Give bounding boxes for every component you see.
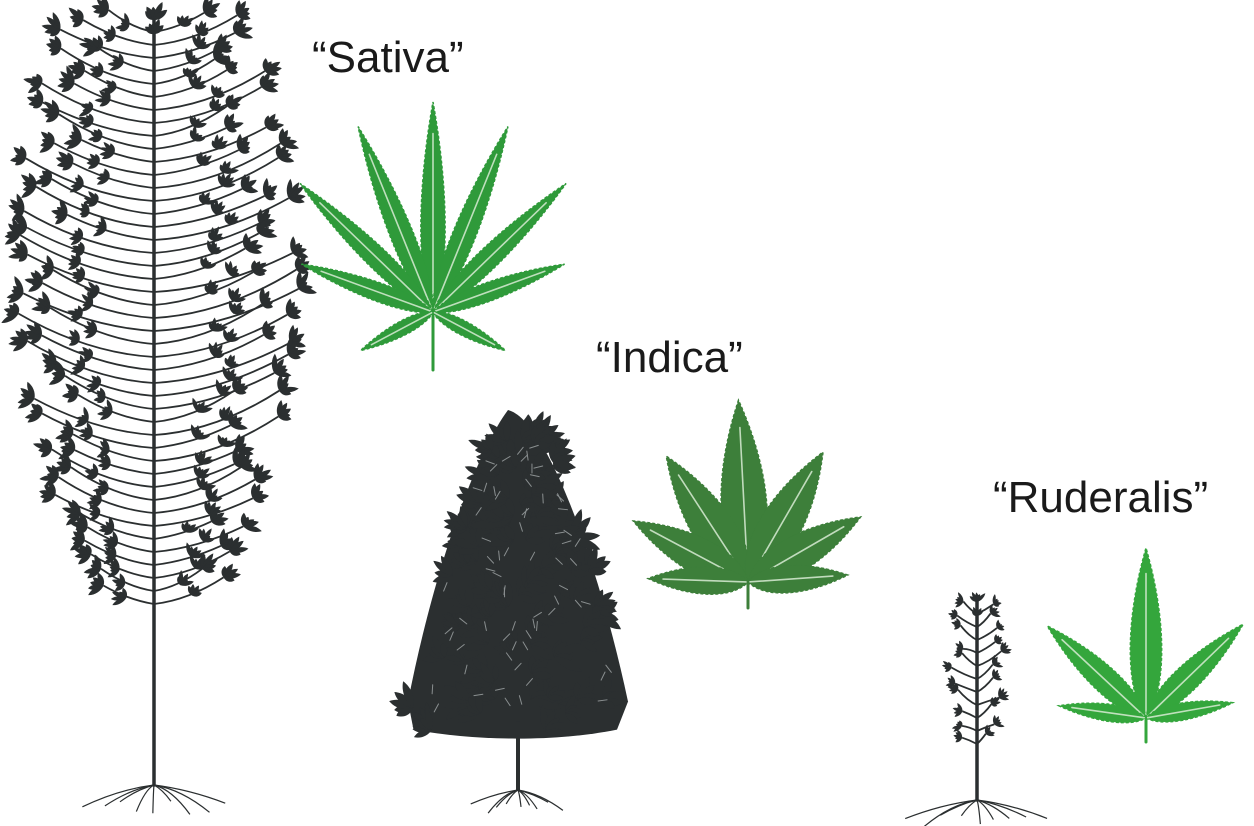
ruderalis-label: “Ruderalis” (993, 476, 1208, 520)
indica-label: “Indica” (596, 336, 743, 380)
indica-leaf-icon (625, 399, 870, 608)
ruderalis-plant-icon (905, 591, 1047, 826)
sativa-leaf-icon (292, 102, 573, 370)
sativa-plant-icon (0, 0, 317, 814)
ruderalis-leaf-icon (1039, 548, 1253, 742)
indica-plant-icon (388, 410, 628, 813)
sativa-label: “Sativa” (312, 36, 464, 80)
